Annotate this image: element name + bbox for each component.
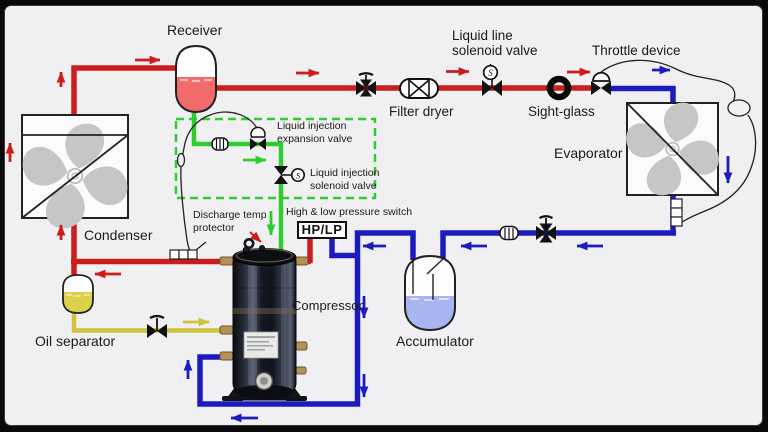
oil-line-valve-icon — [147, 314, 167, 338]
liquid-line-hand-valve-icon — [356, 72, 376, 97]
liquid-injection-pipes — [191, 110, 284, 254]
solenoid-s-symbol: S — [296, 171, 301, 181]
txv-capillary-lines — [176, 59, 757, 251]
liquid-injection-solenoid-valve-label: Liquid injection solenoid valve — [310, 167, 380, 192]
discharge-flow-arrows — [5, 55, 591, 279]
evaporator-unit — [626, 103, 719, 196]
hp-lp-switch-box: HP/LP — [297, 221, 347, 239]
injection-capillary-bulb — [176, 152, 186, 168]
throttle-device-label: Throttle device — [592, 43, 681, 58]
high-low-pressure-switch-label: High & low pressure switch — [286, 206, 413, 218]
condenser-label: Condenser — [84, 227, 153, 243]
injection-solenoid-valve-icon: S — [274, 166, 305, 184]
accumulator-tank — [404, 254, 456, 332]
liquid-line-solenoid-valve-label: Liquid line solenoid valve — [452, 28, 538, 58]
throttle-device-icon — [591, 71, 611, 95]
sight-glass-label: Sight-glass — [528, 104, 595, 119]
receiver-tank — [175, 44, 217, 114]
receiver-label: Receiver — [167, 22, 223, 38]
evaporator-label: Evaporator — [554, 145, 623, 161]
diagram-background — [4, 5, 763, 426]
suction-service-valve-icon — [536, 215, 556, 243]
suction-strainer-icon — [499, 225, 519, 241]
filter-dryer-label: Filter dryer — [389, 104, 454, 119]
oil-return-pipe — [71, 306, 234, 333]
suction-flow-arrows — [183, 65, 733, 423]
compressor-unit — [219, 238, 309, 401]
oil-separator-tank — [62, 274, 94, 314]
filter-dryer-icon — [399, 78, 439, 99]
liquid-line-solenoid-valve-icon: S — [482, 64, 502, 96]
accumulator-internal-tubes — [412, 258, 444, 300]
compressor-lifting-ring — [243, 238, 255, 250]
sight-glass-icon — [546, 75, 572, 101]
oil-separator-label: Oil separator — [35, 333, 116, 349]
condenser-unit — [21, 114, 129, 228]
suction-bulb-clamp — [670, 198, 683, 227]
liquid-injection-expansion-valve-label: Liquid injection expansion valve — [277, 120, 353, 145]
injection-strainer-icon — [211, 137, 229, 151]
compressor-label: Compressor — [292, 298, 363, 313]
solenoid-s-symbol: S — [488, 68, 493, 78]
accumulator-label: Accumulator — [396, 333, 474, 349]
discharge-temp-protector-label: Discharge temp protector — [193, 209, 267, 234]
txv-sensing-bulb — [727, 99, 751, 117]
liquid-injection-dashed-box — [174, 117, 377, 200]
discharge-temp-sensor-clamp — [169, 249, 198, 260]
injection-expansion-valve-icon — [250, 126, 266, 150]
injection-flow-arrows — [243, 155, 276, 236]
